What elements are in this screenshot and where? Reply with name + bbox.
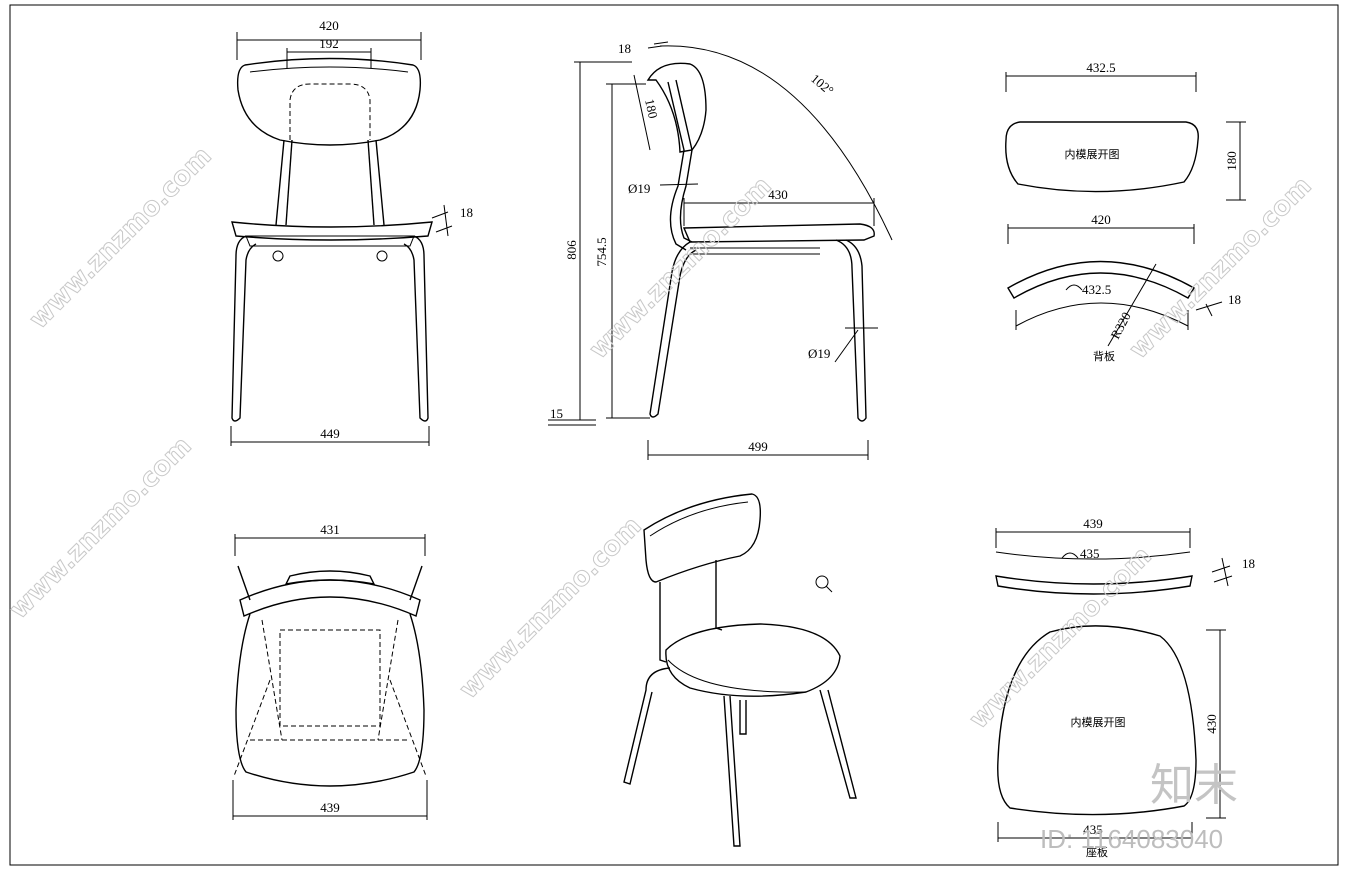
side-seat-depth-label: 430 [768, 187, 788, 202]
seat-panel-arc-label: 435 [1080, 546, 1100, 561]
front-top-width-label: 420 [319, 18, 339, 33]
watermark-site-3: www.znzmo.com [4, 431, 198, 625]
side-view: 18 180 102° 430 Ø19 Ø19 806 [548, 41, 893, 460]
top-view-bottom-width-label: 439 [320, 800, 340, 815]
watermark-brand: 知末 [1150, 760, 1238, 811]
front-inner-width-label: 192 [319, 36, 339, 51]
front-base-width-label: 449 [320, 426, 340, 441]
watermark-site-2: www.znzmo.com [584, 171, 778, 365]
back-panel-chord-label: 420 [1091, 212, 1111, 227]
seat-panel-bottom-width-label: 435 [1083, 822, 1103, 837]
side-back-height-label: 180 [642, 98, 661, 120]
front-thickness-label: 18 [460, 205, 473, 220]
seat-panel-chord-label: 439 [1083, 516, 1103, 531]
back-unfold-label: 内模展开图 [1065, 147, 1120, 161]
perspective-view [623, 493, 857, 847]
watermark-id: ID: 1164083040 [1040, 824, 1223, 854]
watermark-site-5: www.znzmo.com [1124, 171, 1318, 365]
side-total-height-label: 806 [564, 240, 579, 260]
back-panel-label: 背板 [1093, 349, 1115, 363]
watermark-site-1: www.znzmo.com [24, 141, 218, 335]
side-thickness-label: 18 [618, 41, 631, 56]
back-panel-thickness-label: 18 [1228, 292, 1241, 307]
side-tube-upper-label: Ø19 [628, 181, 650, 196]
sheet-border [9, 4, 1339, 866]
top-view: 431 439 [232, 522, 428, 820]
side-seat-height-label: 754.5 [594, 237, 609, 266]
front-view: 420 192 18 449 [230, 18, 473, 446]
side-depth-label: 499 [748, 439, 768, 454]
back-panel-width-label: 432.5 [1086, 60, 1115, 75]
back-panel-views: 432.5 内模展开图 180 420 432.5 R320 18 背板 [1005, 60, 1246, 363]
side-angle-label: 102° [808, 71, 837, 98]
watermark-site-4: www.znzmo.com [454, 511, 648, 705]
watermark-site-6: www.znzmo.com [964, 541, 1158, 735]
back-panel-arc-label: 432.5 [1082, 282, 1111, 297]
seat-panel-thickness-label: 18 [1242, 556, 1255, 571]
seat-unfold-label: 内模展开图 [1071, 715, 1126, 729]
side-foot-label: 15 [550, 406, 563, 421]
watermarks: www.znzmo.com www.znzmo.com www.znzmo.co… [3, 141, 1318, 854]
seat-panel-views: 439 435 18 内模展开图 430 435 座板 [995, 516, 1255, 859]
magnifier-icon [815, 575, 829, 589]
side-tube-lower-label: Ø19 [808, 346, 830, 361]
back-panel-height-label: 180 [1224, 151, 1239, 171]
top-view-width-label: 431 [320, 522, 340, 537]
seat-panel-label: 座板 [1086, 845, 1108, 859]
seat-panel-height-label: 430 [1204, 714, 1219, 734]
